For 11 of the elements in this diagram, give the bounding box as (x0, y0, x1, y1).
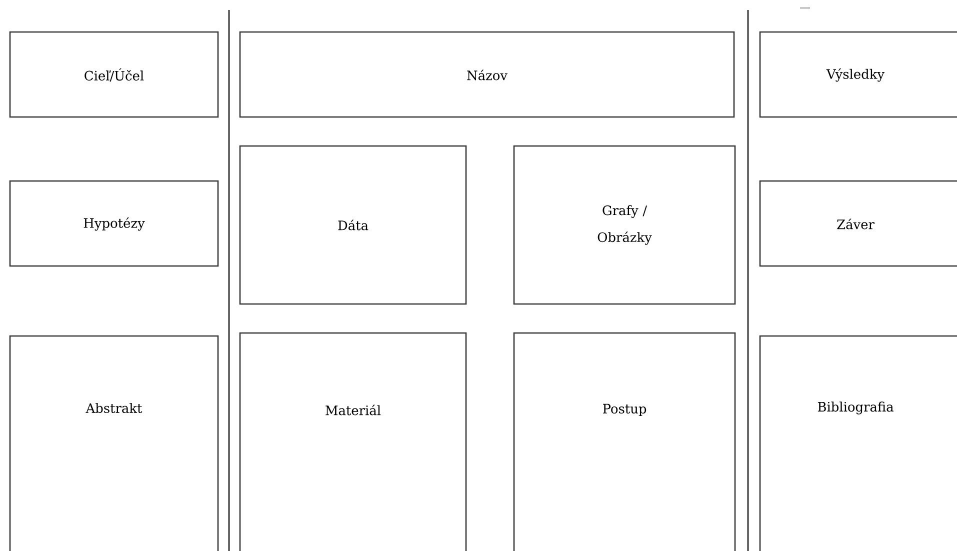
text-box: Bibliografia (759, 335, 957, 551)
text-box: Grafy / Obrázky (513, 145, 736, 305)
text-box: Výsledky (759, 31, 957, 118)
text-box: Názov (239, 31, 735, 118)
text-box: Dáta (239, 145, 467, 305)
text-box: Záver (759, 180, 957, 267)
text-box: Materiál (239, 332, 467, 551)
text-box: Postup (513, 332, 736, 551)
text-box: Abstrakt (9, 335, 219, 551)
text-box: Hypotézy (9, 180, 219, 267)
text-box: Cieľ/Účel (9, 31, 219, 118)
